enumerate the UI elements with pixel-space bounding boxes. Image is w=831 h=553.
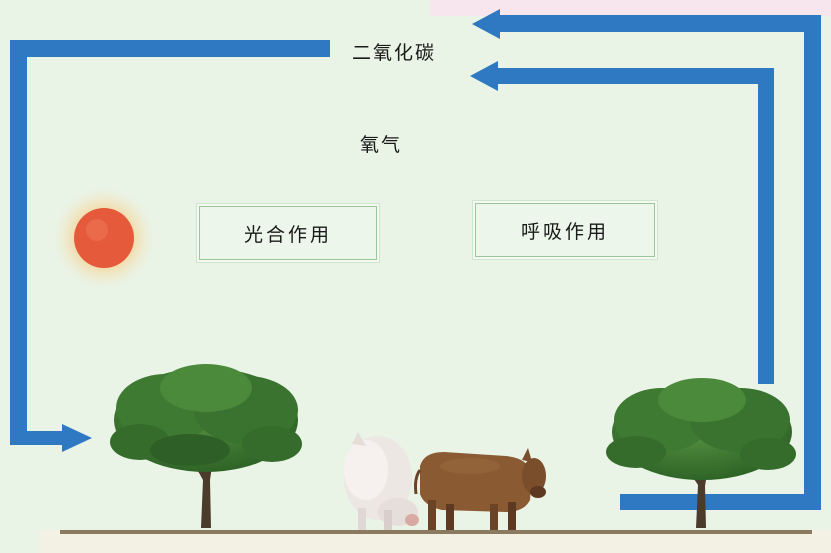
inner-cycle-arrow xyxy=(470,61,774,384)
cow-icon xyxy=(414,448,546,530)
sun-icon xyxy=(54,188,154,288)
respiration-label: 呼吸作用 xyxy=(520,220,609,243)
top-edge-band xyxy=(430,0,831,16)
arrowhead-left-bottom xyxy=(62,424,92,452)
carbon-dioxide-label: 二氧化碳 xyxy=(352,42,437,64)
ground-line xyxy=(40,530,831,553)
tree-icon xyxy=(606,378,796,528)
oxygen-label: 氧气 xyxy=(360,134,403,156)
arrowhead-outer-top xyxy=(472,9,500,39)
pig-icon xyxy=(344,432,419,530)
respiration-box: 呼吸作用 xyxy=(475,203,655,257)
outer-cycle-arrow xyxy=(472,9,821,510)
tree-icon xyxy=(110,364,302,528)
left-cycle-arrow xyxy=(10,40,330,452)
photosynthesis-box: 光合作用 xyxy=(199,206,377,260)
photosynthesis-label: 光合作用 xyxy=(243,223,332,246)
arrowhead-inner-top xyxy=(470,61,498,91)
